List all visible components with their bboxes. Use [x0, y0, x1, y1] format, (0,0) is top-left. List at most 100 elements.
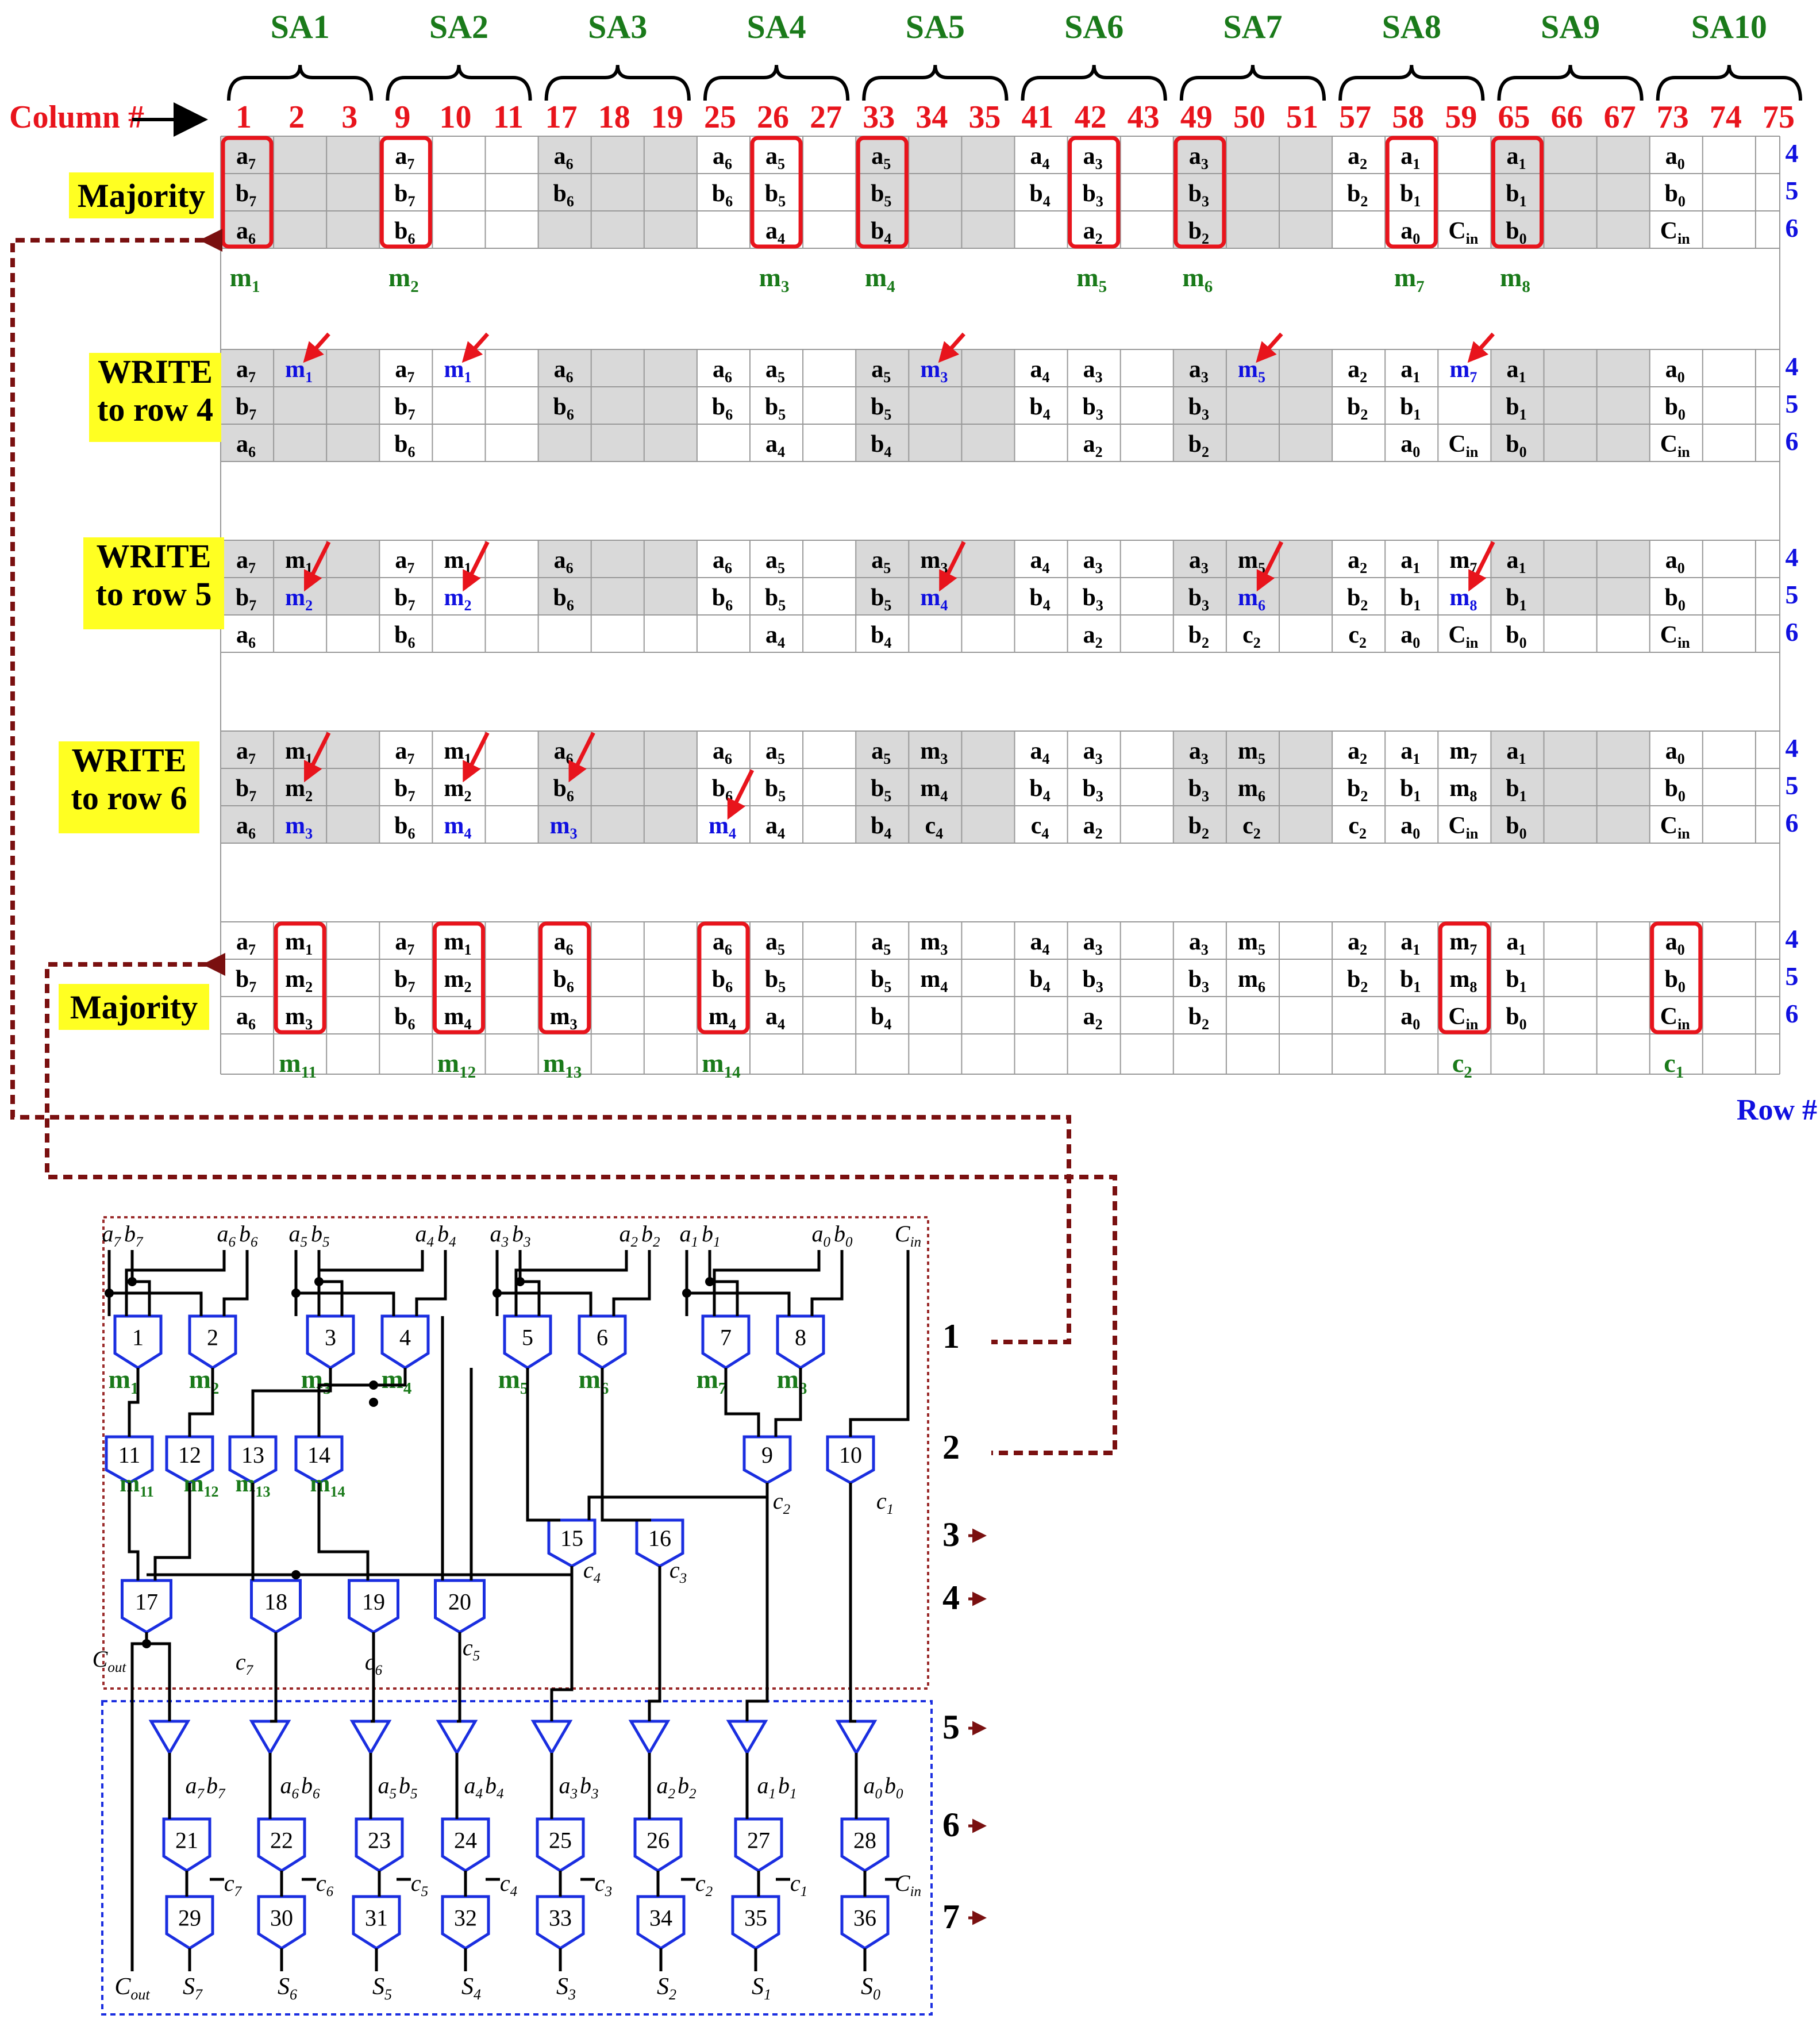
gate-number: 23	[368, 1827, 391, 1853]
cell-value: b0	[1665, 775, 1686, 805]
cell-value: m8	[1449, 966, 1477, 995]
shaded-cell-block	[856, 174, 1015, 211]
column-number: 33	[863, 99, 895, 135]
step-label: Majority	[78, 177, 205, 214]
brace	[544, 64, 691, 101]
cell-value: a3	[1083, 738, 1103, 767]
cell-value: b6	[553, 775, 574, 805]
cell-value: a0	[1665, 143, 1685, 172]
cell-value: b6	[553, 966, 574, 995]
cell-value: b5	[871, 775, 891, 805]
row-label: Row #	[1737, 1094, 1817, 1126]
majority-gate: 9	[742, 1435, 792, 1485]
cell-value: a0	[1665, 356, 1685, 386]
cell-value: a7	[395, 356, 414, 386]
cell-value: m7	[1449, 738, 1477, 767]
input-label: a2	[657, 1772, 676, 1802]
cell-value: a5	[871, 356, 891, 386]
shaded-cell-block	[856, 768, 1015, 806]
majority-group-box	[1438, 921, 1491, 1035]
brace	[1497, 64, 1644, 101]
buffer-gate	[530, 1720, 573, 1756]
gate-number: 26	[647, 1827, 669, 1853]
majority-gate: 11	[105, 1435, 154, 1485]
brace	[386, 64, 532, 101]
carry-label: c1	[876, 1488, 894, 1517]
gate-number: 31	[365, 1905, 388, 1930]
carry-in-label: c5	[411, 1870, 428, 1899]
buffer-gate	[726, 1720, 768, 1756]
row-number: 4	[1786, 352, 1799, 381]
column-number: 75	[1763, 99, 1795, 135]
shaded-cell-block	[1491, 768, 1650, 806]
gate-output-label: m12	[184, 1471, 219, 1500]
gate-number: 21	[175, 1827, 198, 1853]
cell-value: m4	[444, 813, 471, 842]
cell-value: b2	[1347, 180, 1368, 210]
shaded-cell-block	[1491, 806, 1650, 843]
shaded-cell-block	[856, 387, 1015, 424]
cell-value: m4	[920, 775, 948, 805]
sense-amp-label: SA2	[429, 8, 488, 45]
shaded-cell-block	[1173, 387, 1333, 424]
majority-result: m3	[759, 263, 790, 296]
cell-value: a7	[395, 929, 414, 958]
wire	[317, 1483, 370, 1580]
cell-value: a0	[1400, 431, 1420, 460]
cell-value: a2	[1348, 143, 1367, 172]
row-number: 6	[1786, 426, 1799, 456]
cell-value: a5	[871, 143, 891, 172]
step-label: to row 6	[71, 779, 187, 817]
cell-value: b0	[1665, 966, 1686, 995]
gate-number: 9	[761, 1442, 773, 1468]
output-label: S3	[556, 1974, 576, 2003]
gate-number: 28	[853, 1827, 876, 1853]
input-label: a4	[415, 1221, 434, 1250]
input-label: b4	[485, 1772, 504, 1802]
cell-value: a4	[765, 622, 785, 651]
cell-value: m1	[285, 547, 313, 576]
cell-value: a6	[713, 738, 732, 767]
column-number: 27	[810, 99, 842, 135]
wire	[457, 1632, 461, 1723]
cell-value: a3	[1083, 356, 1103, 386]
sense-amp-label: SA6	[1064, 8, 1123, 45]
cell-value: b7	[394, 775, 415, 805]
wire	[601, 1368, 651, 1522]
input-label: b1	[778, 1772, 797, 1802]
carry-in-label: c3	[595, 1870, 612, 1899]
wire	[648, 1566, 661, 1721]
shaded-cell-block	[221, 731, 380, 768]
cell-value: b2	[1188, 218, 1209, 247]
column-number: 74	[1710, 99, 1742, 135]
cell-value: b5	[765, 180, 786, 210]
cell-value: a5	[765, 356, 785, 386]
majority-gate: 7	[701, 1314, 751, 1370]
shaded-cell-block	[1173, 731, 1333, 768]
carry-in-label: c2	[695, 1870, 713, 1899]
cell-value: a4	[1030, 356, 1050, 386]
gate-number: 10	[839, 1442, 862, 1468]
shaded-cell-block	[221, 136, 380, 174]
cell-value: a1	[1400, 356, 1420, 386]
wire	[724, 1368, 760, 1437]
shaded-cell-block	[1491, 211, 1650, 248]
cell-value: a3	[1083, 547, 1103, 576]
cell-value: a2	[1348, 547, 1367, 576]
junction	[515, 1277, 525, 1286]
cell-value: m6	[1238, 584, 1265, 614]
sense-amp-label: SA3	[588, 8, 647, 45]
cell-value: m3	[920, 738, 948, 767]
cell-value: a4	[765, 813, 785, 842]
write-arrow	[304, 732, 331, 783]
cell-value: a2	[1348, 356, 1367, 386]
wire	[317, 1250, 344, 1316]
shaded-cell-block	[1173, 349, 1333, 387]
brace	[1656, 64, 1802, 101]
cell-value: a7	[395, 738, 414, 767]
majority-result: m4	[865, 263, 895, 296]
